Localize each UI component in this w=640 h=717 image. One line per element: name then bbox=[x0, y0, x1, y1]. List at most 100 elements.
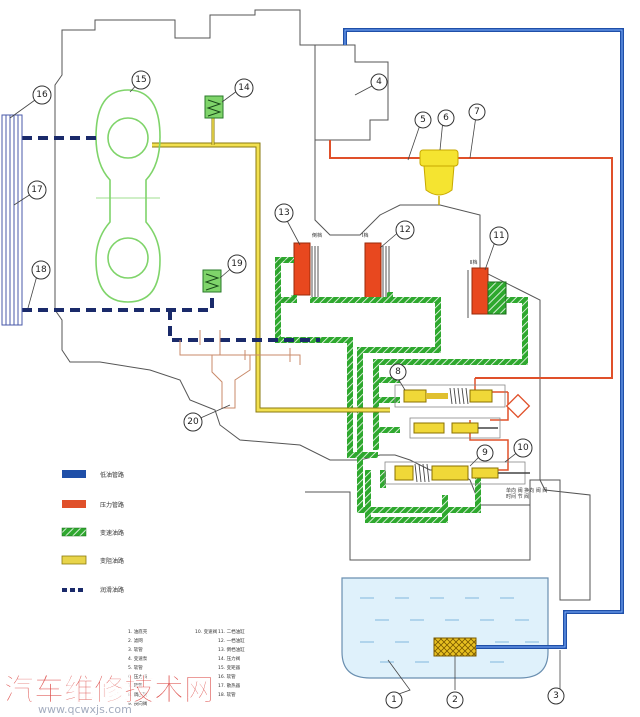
oil-sump bbox=[341, 577, 549, 679]
svg-text:4. 变速泵: 4. 变速泵 bbox=[128, 655, 148, 662]
gear-label-second: Ⅱ档 bbox=[470, 259, 477, 266]
svg-text:12. 一档油缸: 12. 一档油缸 bbox=[218, 637, 245, 644]
legend-item-pressure: 压力管路 bbox=[62, 500, 124, 509]
callout-16: 16 bbox=[32, 85, 52, 105]
svg-text:9. 换向阀: 9. 换向阀 bbox=[128, 700, 148, 707]
radiator bbox=[1, 114, 23, 326]
callout-5: 5 bbox=[414, 111, 432, 129]
callout-15: 15 bbox=[131, 70, 151, 90]
svg-text:6: 6 bbox=[443, 113, 449, 123]
callout-13: 13 bbox=[274, 203, 294, 223]
gear-label-reverse: 倒档 bbox=[312, 232, 322, 239]
converter-oil-line bbox=[152, 142, 390, 413]
svg-text:16. 软管: 16. 软管 bbox=[218, 673, 236, 680]
legend-item-converter: 变阻油路 bbox=[61, 555, 124, 565]
callout-6: 6 bbox=[437, 109, 455, 127]
svg-text:7: 7 bbox=[474, 107, 480, 117]
pressure-regulating-valve bbox=[394, 384, 506, 408]
callout-12: 12 bbox=[395, 220, 415, 240]
svg-text:14. 压力阀: 14. 压力阀 bbox=[218, 655, 241, 662]
shift-oil-lines bbox=[275, 257, 528, 523]
svg-text:17. 散热器: 17. 散热器 bbox=[218, 682, 241, 689]
callout-10: 10 bbox=[513, 438, 533, 458]
reversing-valve bbox=[409, 417, 501, 439]
legend-item-low-oil: 低油管路 bbox=[62, 470, 124, 479]
valve-small-label: 单向 阀 换向 阀 阀 bbox=[506, 487, 547, 494]
shift-valve bbox=[384, 461, 530, 485]
svg-text:变速油路: 变速油路 bbox=[100, 529, 124, 537]
cylinder-first bbox=[364, 242, 390, 300]
pressure-gauge bbox=[419, 149, 459, 205]
svg-text:5: 5 bbox=[420, 115, 426, 125]
svg-text:14: 14 bbox=[238, 83, 250, 93]
svg-text:15. 变矩器: 15. 变矩器 bbox=[218, 664, 241, 671]
callout-14: 14 bbox=[234, 78, 254, 98]
svg-text:低油管路: 低油管路 bbox=[100, 471, 124, 479]
svg-text:19: 19 bbox=[231, 259, 243, 269]
svg-text:18. 软管: 18. 软管 bbox=[218, 691, 236, 698]
parts-list: 1. 油底壳 2. 滤网 3. 软管 4. 变速泵 5. 软管 6. 压力表 7… bbox=[128, 628, 245, 707]
callout-20: 20 bbox=[183, 412, 203, 432]
svg-text:17: 17 bbox=[31, 185, 42, 195]
svg-text:11. 二档油缸: 11. 二档油缸 bbox=[218, 628, 245, 635]
callout-1: 1 bbox=[385, 691, 403, 709]
gear-label-first: Ⅰ档 bbox=[362, 232, 368, 239]
svg-text:13: 13 bbox=[278, 208, 289, 218]
svg-text:9: 9 bbox=[482, 448, 488, 458]
svg-text:润滑油路: 润滑油路 bbox=[100, 586, 124, 594]
sump-fluid-marks bbox=[360, 597, 539, 663]
svg-text:4: 4 bbox=[376, 77, 382, 87]
svg-text:12: 12 bbox=[399, 225, 410, 235]
legend: 低油管路 压力管路 变速油路 变阻油路 润滑油路 bbox=[61, 470, 124, 594]
svg-text:16: 16 bbox=[36, 90, 48, 100]
lube-oil-lines bbox=[22, 136, 320, 342]
svg-text:18: 18 bbox=[35, 265, 47, 275]
svg-text:13. 倒档油缸: 13. 倒档油缸 bbox=[218, 646, 245, 653]
torque-converter bbox=[95, 89, 161, 303]
callout-19: 19 bbox=[227, 254, 247, 274]
svg-text:2. 滤网: 2. 滤网 bbox=[128, 637, 143, 644]
svg-text:8. 调压阀: 8. 调压阀 bbox=[128, 691, 148, 698]
svg-text:10: 10 bbox=[517, 443, 529, 453]
valve-tag-label: 时间 节 阀 bbox=[506, 493, 529, 500]
callout-8: 8 bbox=[389, 363, 407, 381]
callout-7: 7 bbox=[468, 103, 486, 121]
lower-housing-outline bbox=[305, 491, 531, 561]
pressure-valve-14 bbox=[204, 95, 224, 119]
svg-text:6. 压力表: 6. 压力表 bbox=[128, 673, 148, 680]
svg-text:1: 1 bbox=[391, 695, 397, 705]
svg-text:3. 软管: 3. 软管 bbox=[128, 646, 143, 653]
low-oil-line bbox=[343, 28, 624, 649]
svg-text:5. 软管: 5. 软管 bbox=[128, 664, 143, 671]
svg-text:压力管路: 压力管路 bbox=[100, 501, 124, 509]
pump-housing-outline bbox=[315, 44, 389, 141]
svg-text:15: 15 bbox=[135, 75, 146, 85]
svg-text:变阻油路: 变阻油路 bbox=[100, 557, 124, 565]
svg-text:11: 11 bbox=[493, 231, 504, 241]
callout-17: 17 bbox=[27, 180, 47, 200]
callout-4: 4 bbox=[370, 73, 388, 91]
linkage-20 bbox=[179, 330, 301, 409]
callout-11: 11 bbox=[489, 226, 509, 246]
svg-text:3: 3 bbox=[553, 691, 559, 701]
callout-2: 2 bbox=[446, 691, 464, 709]
watermark-url: www.qcwxjs.com bbox=[38, 703, 132, 716]
check-valve bbox=[505, 393, 531, 419]
callout-3: 3 bbox=[547, 687, 565, 705]
strainer bbox=[433, 637, 477, 657]
legend-item-shift: 变速油路 bbox=[61, 527, 124, 537]
svg-text:20: 20 bbox=[187, 417, 199, 427]
transmission-housing-outline bbox=[54, 9, 591, 601]
svg-text:7. 软管: 7. 软管 bbox=[128, 682, 143, 689]
svg-text:1. 油底壳: 1. 油底壳 bbox=[128, 628, 148, 635]
svg-text:10. 变速阀: 10. 变速阀 bbox=[195, 628, 218, 635]
pressure-line-main bbox=[329, 140, 613, 379]
cylinder-second bbox=[467, 267, 507, 318]
svg-text:8: 8 bbox=[395, 367, 401, 377]
callout-18: 18 bbox=[31, 260, 51, 280]
svg-text:2: 2 bbox=[452, 695, 458, 705]
pressure-valve-19 bbox=[202, 269, 222, 293]
cylinder-reverse bbox=[293, 242, 319, 300]
watermark: 汽车维修技术网 www.qcwxjs.com bbox=[4, 673, 215, 716]
